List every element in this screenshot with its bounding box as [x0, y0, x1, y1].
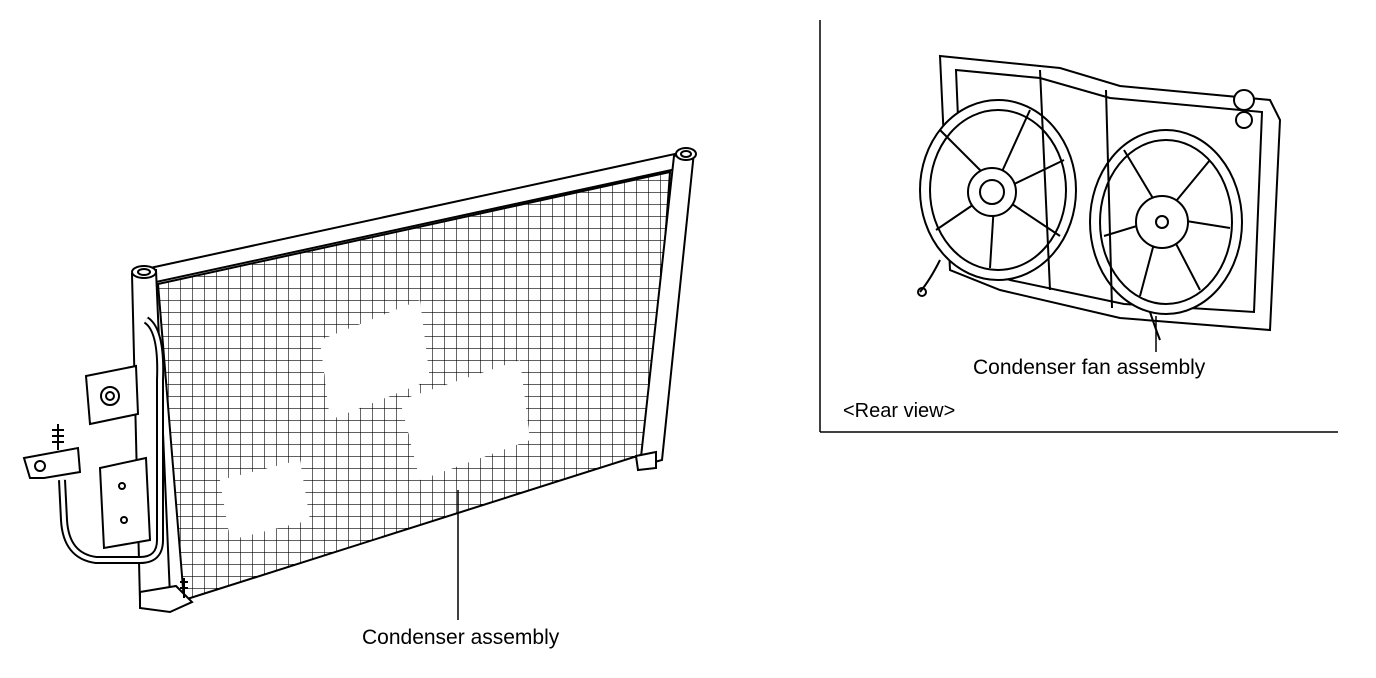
condenser-assembly: [22, 147, 697, 614]
pipe-fitting: [22, 446, 82, 479]
condenser-assembly-label: Condenser assembly: [362, 626, 560, 649]
rear-view-frame: [819, 20, 1338, 433]
rear-view-label: <Rear view>: [843, 400, 956, 422]
condenser-fan-assembly: [917, 54, 1282, 341]
condenser-fan-assembly-label: Condenser fan assembly: [973, 356, 1206, 379]
